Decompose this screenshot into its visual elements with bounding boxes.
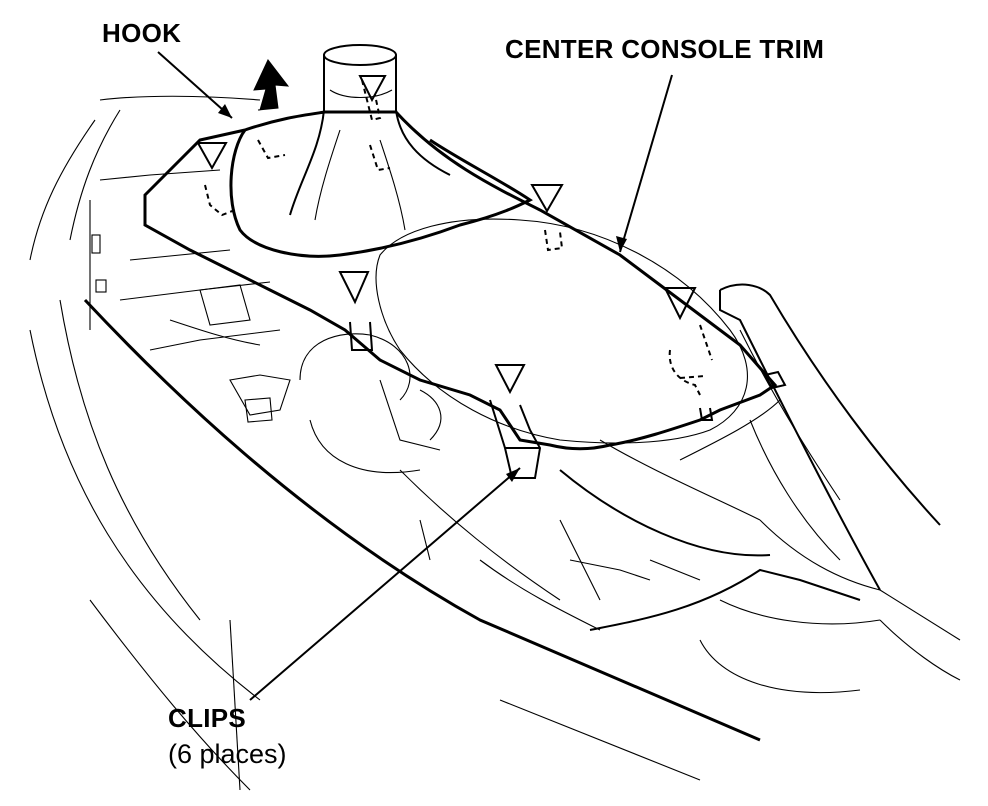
center-console-trim-label: CENTER CONSOLE TRIM xyxy=(505,34,825,64)
center-console-trim-panel xyxy=(143,110,778,451)
clips-count-note: (6 places) xyxy=(168,739,287,769)
lift-direction-arrow xyxy=(253,59,290,111)
clip-marker-1 xyxy=(196,142,228,171)
clip-tabs xyxy=(349,321,787,479)
leader-lines xyxy=(157,51,673,701)
console-side-edge xyxy=(83,298,861,742)
clips-label: CLIPS xyxy=(168,703,247,733)
hidden-clip-dashes xyxy=(204,79,713,396)
clip-marker-3 xyxy=(530,184,564,214)
clip-marker-5 xyxy=(338,271,370,305)
clip-marker-4 xyxy=(663,287,697,321)
clip-marker-2 xyxy=(358,75,387,103)
shift-boot xyxy=(289,44,451,231)
hook-label: HOOK xyxy=(102,18,182,48)
clip-marker-6 xyxy=(494,364,526,395)
clip-markers xyxy=(196,75,697,395)
console-body-lines xyxy=(29,95,961,791)
